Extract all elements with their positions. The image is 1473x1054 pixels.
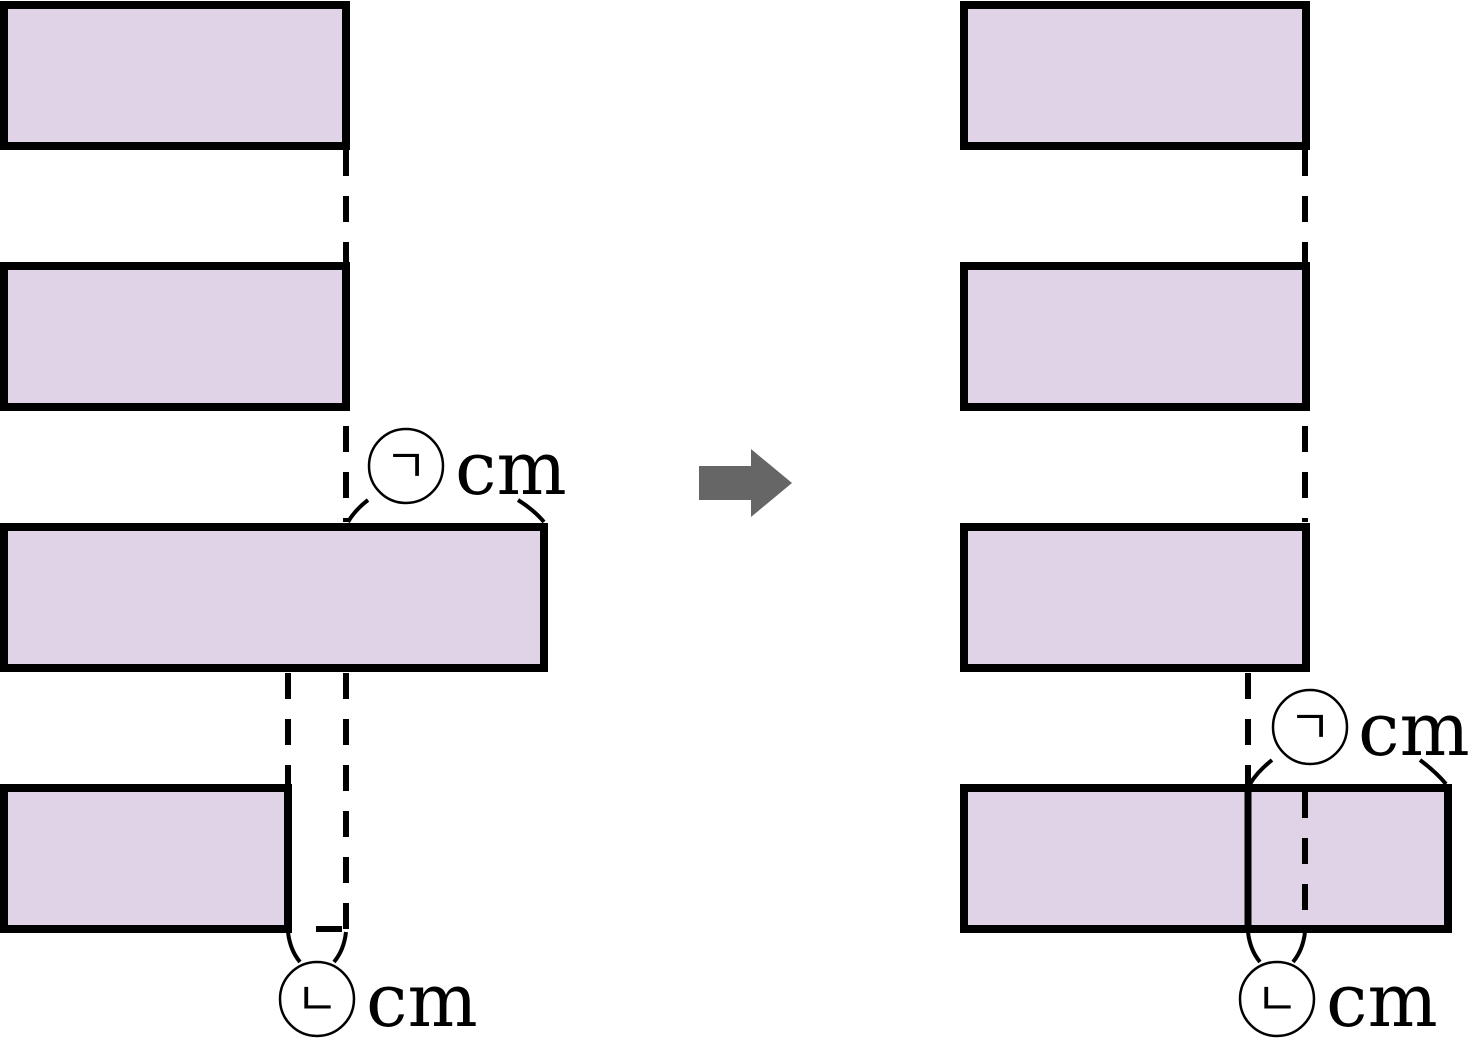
right-label-a-circle: [1271, 688, 1349, 766]
left-label-a-circle: [367, 427, 445, 505]
left-panel: ㄱ cm ㄴ cm: [0, 1, 567, 1044]
right-bar-4-long: [960, 784, 1452, 933]
right-label-b: ㄴ cm: [1238, 958, 1438, 1044]
left-label-b-unit: cm: [366, 958, 478, 1044]
left-bottom-brace: [286, 931, 348, 964]
left-label-b-circle: [278, 960, 356, 1038]
right-bar-3: [960, 523, 1310, 672]
left-bar-1: [0, 1, 350, 150]
right-bottom-brace: [1246, 931, 1307, 964]
right-bar-1: [960, 1, 1310, 150]
left-bar-3-long: [0, 523, 548, 672]
right-label-a-unit: cm: [1358, 687, 1470, 773]
left-bar-4-short: [0, 784, 292, 933]
left-top-brace: [346, 498, 546, 524]
right-label-b-unit: cm: [1326, 958, 1438, 1044]
right-top-brace: [1248, 758, 1448, 786]
right-bar-2: [960, 262, 1310, 411]
right-panel: ㄱ cm ㄴ cm: [960, 1, 1470, 1044]
right-label-a-symbol: ㄱ: [1289, 700, 1331, 754]
left-label-a-unit: cm: [455, 426, 567, 512]
right-label-a: ㄱ cm: [1271, 687, 1470, 773]
left-label-b-symbol: ㄴ: [296, 972, 338, 1026]
right-label-b-circle: [1238, 960, 1316, 1038]
left-label-b: ㄴ cm: [278, 958, 478, 1044]
left-bar-2: [0, 262, 350, 411]
right-arrow-icon: [699, 449, 792, 517]
left-label-a-symbol: ㄱ: [385, 439, 427, 493]
right-label-b-symbol: ㄴ: [1256, 972, 1298, 1026]
left-label-a: ㄱ cm: [367, 426, 567, 512]
